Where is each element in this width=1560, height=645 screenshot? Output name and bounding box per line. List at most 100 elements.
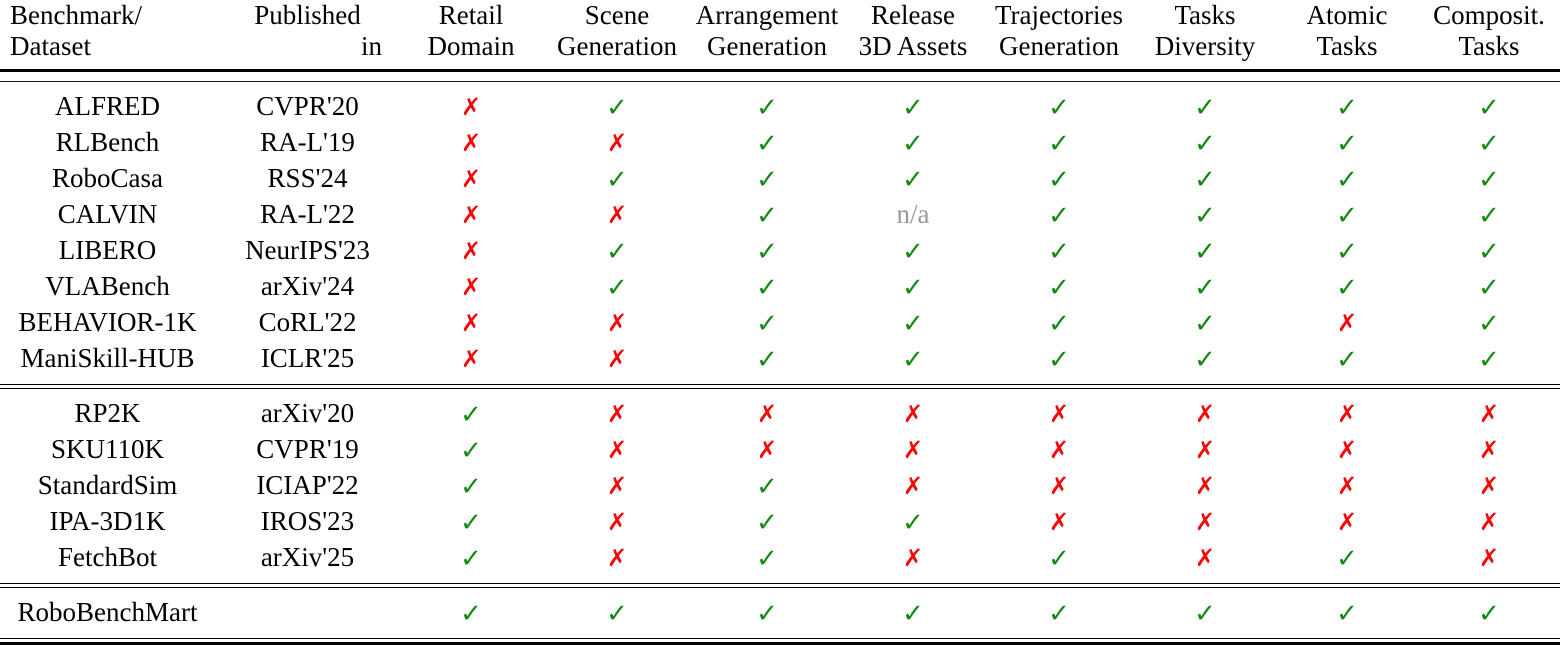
check-icon: ✓: [1048, 309, 1070, 340]
check-icon: ✓: [902, 129, 924, 160]
check-icon: ✓: [1048, 129, 1070, 160]
cell-benchmark-name: ALFRED: [54, 91, 160, 122]
cross-icon: ✗: [1048, 508, 1070, 537]
check-icon: ✓: [756, 237, 778, 268]
cell-tasks_diversity: ✗: [1134, 468, 1276, 504]
check-icon: ✓: [1336, 544, 1358, 575]
cell-retail_domain: ✗: [400, 89, 542, 125]
cell-atomic_tasks: ✓: [1276, 125, 1418, 161]
rule-group-separator-ours: [0, 582, 1560, 588]
cell-retail_domain: ✗: [400, 233, 542, 269]
cell-release_3d_assets: n/a: [842, 197, 984, 233]
cell-tasks_diversity: ✓: [1134, 341, 1276, 377]
not-applicable-label: n/a: [896, 199, 930, 230]
cell-scene_generation: ✗: [542, 432, 692, 468]
cell-tasks_diversity: ✓: [1134, 233, 1276, 269]
cell-trajectories_generation: ✓: [984, 89, 1134, 125]
cross-icon: ✗: [1194, 544, 1216, 573]
cell-trajectories_generation: ✓: [984, 595, 1134, 631]
cell-benchmark-name: RoboBenchMart: [17, 597, 198, 628]
cell-atomic_tasks: ✗: [1276, 432, 1418, 468]
cell-published-in: RA-L'19: [260, 127, 355, 158]
cross-icon: ✗: [1336, 508, 1358, 537]
check-icon: ✓: [1336, 599, 1358, 630]
column-header-trajectories-generation-line1: Trajectories: [995, 0, 1123, 30]
cell-published-in: IROS'23: [260, 506, 355, 537]
cell-atomic_tasks: ✓: [1276, 269, 1418, 305]
cell-scene_generation: ✗: [542, 305, 692, 341]
cell-tasks_diversity: ✗: [1134, 540, 1276, 576]
table-header: Benchmark/ Dataset Published in Retail D…: [0, 0, 1560, 70]
check-icon: ✓: [1048, 599, 1070, 630]
cross-icon: ✗: [460, 345, 482, 374]
check-icon: ✓: [1478, 129, 1500, 160]
cell-scene_generation: ✗: [542, 540, 692, 576]
cell-benchmark-name: IPA-3D1K: [49, 506, 166, 537]
cell-benchmark-name: RLBench: [55, 127, 160, 158]
column-header-tasks-diversity-line2: Diversity: [1154, 31, 1256, 62]
cross-icon: ✗: [460, 129, 482, 158]
cell-composit_tasks: ✓: [1418, 233, 1560, 269]
check-icon: ✓: [902, 165, 924, 196]
cell-retail_domain: ✓: [400, 468, 542, 504]
cell-atomic_tasks: ✓: [1276, 595, 1418, 631]
cell-scene_generation: ✓: [542, 269, 692, 305]
cross-icon: ✗: [1194, 508, 1216, 537]
cross-icon: ✗: [756, 436, 778, 465]
cross-icon: ✗: [606, 436, 628, 465]
cross-icon: ✗: [902, 436, 924, 465]
cell-published-in: arXiv'25: [260, 542, 355, 573]
cell-release_3d_assets: ✓: [842, 269, 984, 305]
cell-arrangement_generation: ✓: [692, 125, 842, 161]
cell-release_3d_assets: ✗: [842, 396, 984, 432]
cell-tasks_diversity: ✓: [1134, 161, 1276, 197]
cell-tasks_diversity: ✗: [1134, 432, 1276, 468]
cell-composit_tasks: ✓: [1418, 197, 1560, 233]
cell-trajectories_generation: ✗: [984, 432, 1134, 468]
cell-retail_domain: ✗: [400, 125, 542, 161]
column-header-benchmark-line2: Dataset: [10, 31, 91, 62]
cell-release_3d_assets: ✓: [842, 341, 984, 377]
check-icon: ✓: [902, 273, 924, 304]
check-icon: ✓: [1194, 129, 1216, 160]
cell-composit_tasks: ✓: [1418, 161, 1560, 197]
cross-icon: ✗: [1336, 309, 1358, 338]
check-icon: ✓: [756, 129, 778, 160]
check-icon: ✓: [460, 508, 482, 539]
cell-trajectories_generation: ✗: [984, 396, 1134, 432]
column-header-arrangement-generation: Arrangement Generation: [692, 0, 842, 70]
column-header-scene-generation-line2: Generation: [557, 31, 677, 62]
check-icon: ✓: [460, 436, 482, 467]
check-icon: ✓: [1336, 273, 1358, 304]
column-header-retail-domain-line1: Retail: [438, 0, 504, 30]
check-icon: ✓: [1478, 309, 1500, 340]
group-spacer-pre-retail-benchmarks: [0, 377, 1560, 385]
cross-icon: ✗: [606, 345, 628, 374]
check-icon: ✓: [756, 472, 778, 503]
cell-benchmark-name: LIBERO: [58, 235, 157, 266]
check-icon: ✓: [1478, 237, 1500, 268]
cell-scene_generation: ✓: [542, 233, 692, 269]
cross-icon: ✗: [1194, 436, 1216, 465]
cross-icon: ✗: [606, 129, 628, 158]
cell-release_3d_assets: ✓: [842, 125, 984, 161]
group-spacer-0: [0, 82, 1560, 89]
cell-atomic_tasks: ✓: [1276, 197, 1418, 233]
cell-scene_generation: ✗: [542, 468, 692, 504]
cell-release_3d_assets: ✗: [842, 468, 984, 504]
table-row: RoboBenchMart✓✓✓✓✓✓✓✓: [0, 595, 1560, 631]
cell-tasks_diversity: ✓: [1134, 197, 1276, 233]
cell-atomic_tasks: ✗: [1276, 468, 1418, 504]
check-icon: ✓: [1478, 345, 1500, 376]
cross-icon: ✗: [902, 544, 924, 573]
cell-tasks_diversity: ✓: [1134, 125, 1276, 161]
cell-release_3d_assets: ✗: [842, 540, 984, 576]
cell-retail_domain: ✓: [400, 396, 542, 432]
cell-arrangement_generation: ✓: [692, 468, 842, 504]
